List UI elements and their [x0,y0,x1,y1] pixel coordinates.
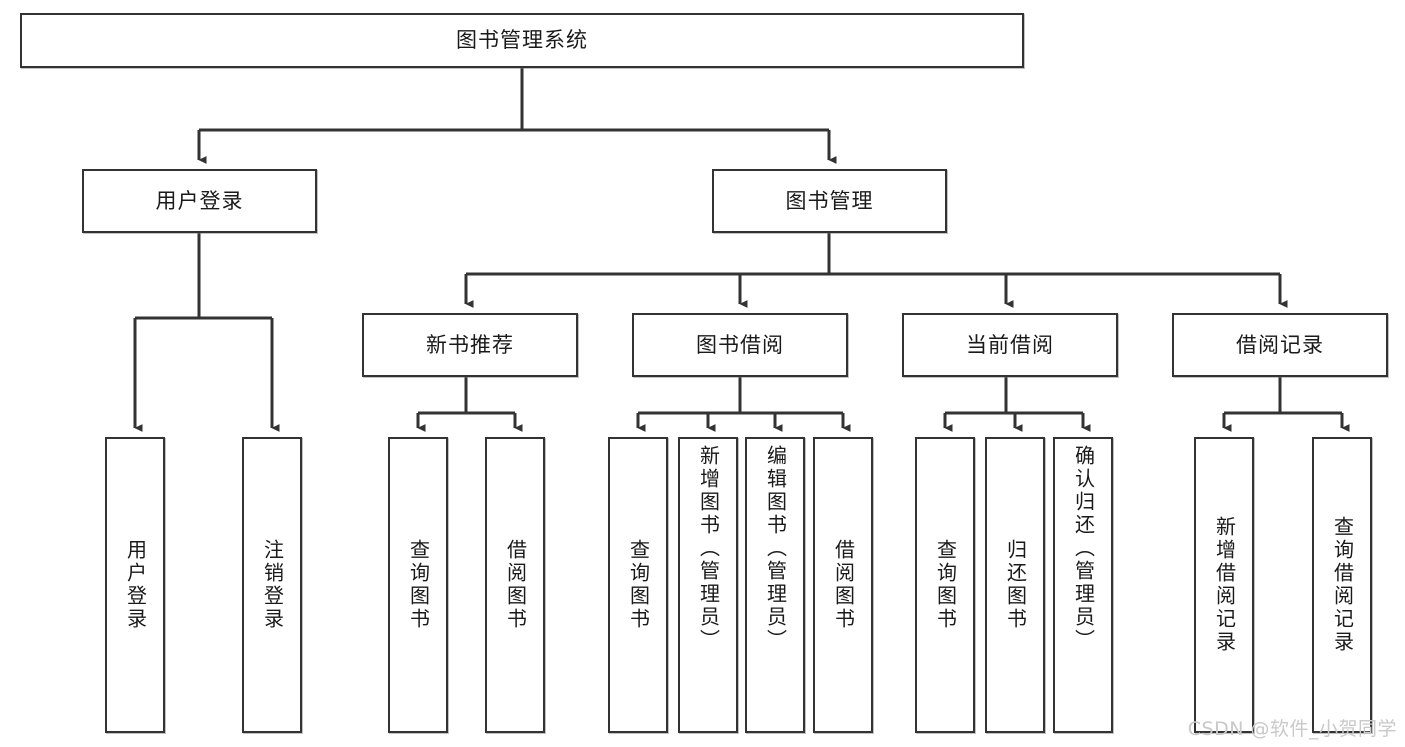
node-current-borrow[interactable]: 当前借阅 [902,313,1118,377]
node-label: 确认归还（管理员） [1071,445,1096,652]
node-user-login[interactable]: 用户登录 [82,169,317,233]
leaf-query-borrow-record[interactable]: 查询借阅记录 [1312,437,1372,733]
node-label: 新增借阅记录 [1212,516,1237,654]
node-label: 查询借阅记录 [1330,516,1355,654]
leaf-confirm-return-admin[interactable]: 确认归还（管理员） [1053,437,1113,733]
leaf-edit-book-admin[interactable]: 编辑图书（管理员） [745,437,805,733]
node-label: 查询图书 [626,539,651,631]
node-book-borrow[interactable]: 图书借阅 [632,313,848,377]
leaf-add-book-admin[interactable]: 新增图书（管理员） [678,437,738,733]
node-label: 用户登录 [155,188,244,213]
leaf-logout[interactable]: 注销登录 [242,437,302,733]
edge-group [133,68,1350,432]
node-label: 用户登录 [123,539,148,631]
leaf-query-books-recommend[interactable]: 查询图书 [388,437,448,733]
node-label: 借阅记录 [1236,332,1324,357]
leaf-query-books-current[interactable]: 查询图书 [915,437,975,733]
node-label: 当前借阅 [966,332,1054,357]
leaf-user-login[interactable]: 用户登录 [105,437,165,733]
leaf-add-borrow-record[interactable]: 新增借阅记录 [1194,437,1254,733]
node-label: 借阅图书 [503,539,528,631]
node-book-management[interactable]: 图书管理 [712,169,947,233]
node-label: 借阅图书 [831,539,856,631]
leaf-return-books[interactable]: 归还图书 [985,437,1045,733]
leaf-borrow-books-recommend[interactable]: 借阅图书 [485,437,545,733]
node-label: 查询图书 [406,539,431,631]
node-label: 归还图书 [1003,539,1028,631]
node-label: 查询图书 [933,539,958,631]
node-new-book-recommend[interactable]: 新书推荐 [362,313,578,377]
node-root-system[interactable]: 图书管理系统 [20,13,1024,68]
node-label: 注销登录 [260,539,285,631]
node-label: 编辑图书（管理员） [763,445,788,652]
node-borrow-record[interactable]: 借阅记录 [1172,313,1388,377]
node-label: 图书管理 [785,188,874,213]
leaf-borrow-books[interactable]: 借阅图书 [813,437,873,733]
leaf-query-books-borrow[interactable]: 查询图书 [608,437,668,733]
node-label: 图书借阅 [696,332,784,357]
node-label: 新增图书（管理员） [696,445,721,652]
node-label: 图书管理系统 [456,28,588,53]
node-label: 新书推荐 [426,332,514,357]
